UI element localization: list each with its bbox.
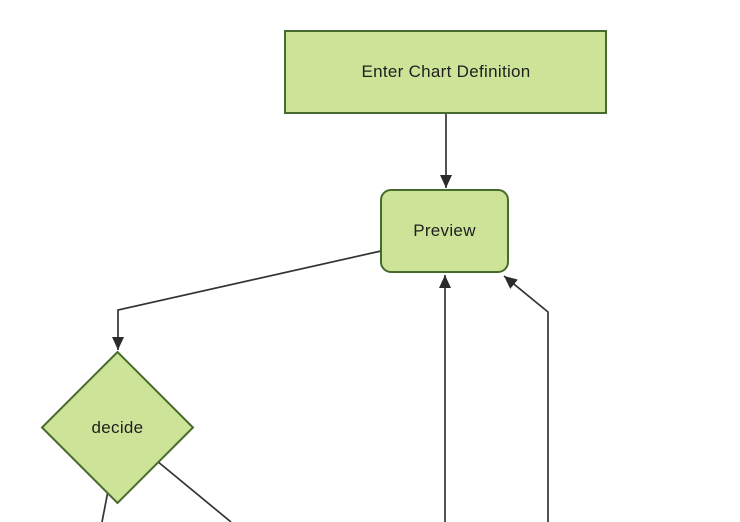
node-enter-chart-definition-shape <box>284 30 607 114</box>
edge-decide-to-offscreen-right <box>156 460 232 522</box>
edge-preview-to-decide <box>112 250 382 350</box>
node-preview-shape <box>380 189 509 273</box>
edge-decide-to-offscreen-left <box>101 490 109 522</box>
edge-offscreen-b-to-preview <box>503 275 549 522</box>
node-decide-shape <box>40 350 195 505</box>
